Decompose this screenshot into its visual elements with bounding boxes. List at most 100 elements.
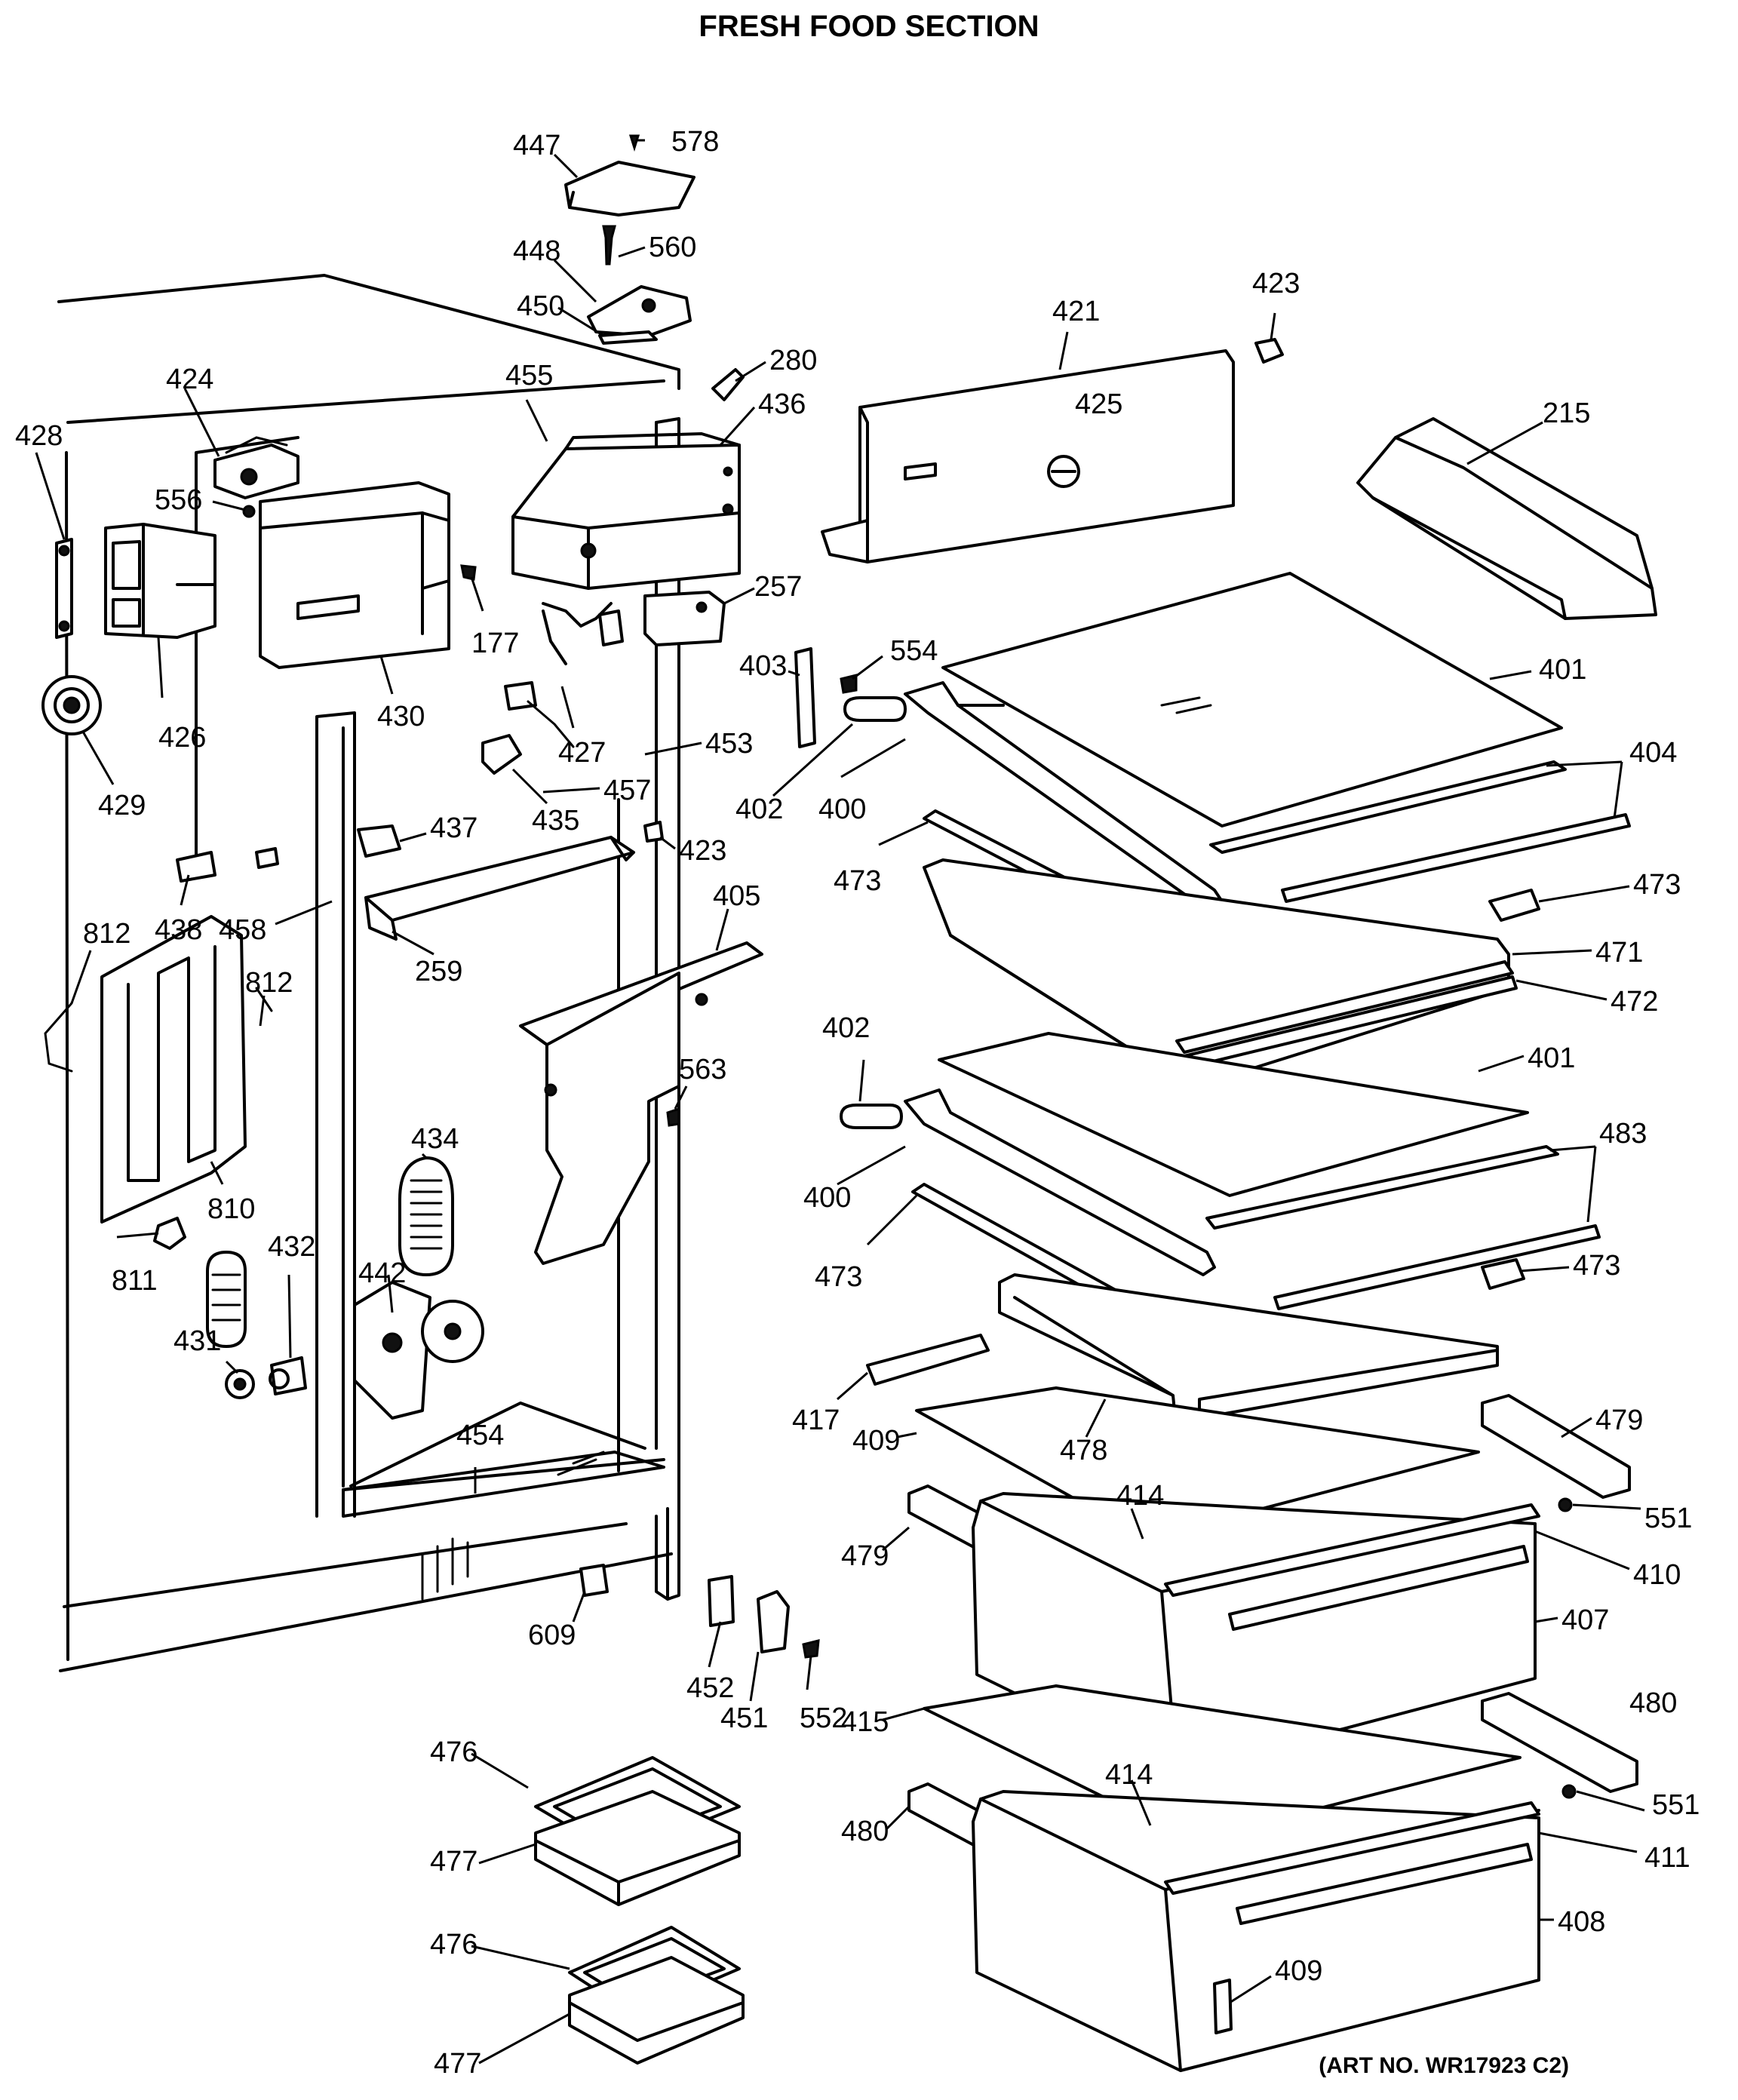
screw-177 [460, 564, 477, 581]
callout-427: 427 [558, 737, 606, 769]
bushing-432 [269, 1356, 307, 1395]
callout-436: 436 [758, 388, 806, 420]
callout-424: 424 [166, 364, 213, 395]
slide-rail-480-right [1481, 1692, 1638, 1793]
callout-478: 478 [1060, 1435, 1107, 1466]
callout-483: 483 [1599, 1118, 1647, 1150]
callout-447: 447 [513, 130, 560, 161]
callout-458: 458 [219, 914, 266, 946]
shelf-support-403 [794, 647, 816, 748]
callout-812-right: 812 [245, 967, 293, 999]
callout-408: 408 [1558, 1906, 1605, 1938]
callout-477-upper: 477 [430, 1846, 477, 1877]
callout-434: 434 [411, 1123, 459, 1155]
control-knob-cover-447 [564, 161, 696, 216]
callout-410: 410 [1633, 1559, 1681, 1591]
callout-409-lower: 409 [1275, 1955, 1322, 1987]
support-402-top [843, 696, 907, 722]
relay-257 [643, 591, 726, 646]
light-switch-435 [481, 734, 522, 775]
callout-401-top: 401 [1539, 654, 1586, 686]
callout-432: 432 [268, 1231, 315, 1263]
callout-402-top: 402 [735, 794, 783, 825]
callout-425: 425 [1075, 388, 1122, 420]
callout-480-right: 480 [1629, 1687, 1677, 1719]
screw-552 [802, 1639, 820, 1659]
callout-810: 810 [207, 1193, 255, 1225]
callout-556: 556 [155, 484, 202, 516]
thermostat-424 [213, 436, 299, 499]
hinge-451 [757, 1590, 790, 1653]
bushing-431 [225, 1369, 255, 1399]
callout-455: 455 [505, 360, 553, 391]
callout-472: 472 [1611, 986, 1658, 1018]
callout-414-upper: 414 [1116, 1480, 1164, 1512]
support-402-bottom [840, 1104, 903, 1129]
callout-215: 215 [1543, 398, 1590, 429]
glass-shelf-401-bottom [938, 1032, 1529, 1197]
callout-280: 280 [769, 345, 817, 376]
callout-409-upper: 409 [852, 1425, 900, 1457]
rail-473-upper-right [1488, 889, 1540, 922]
callout-259: 259 [415, 956, 462, 987]
callout-473-upper-right: 473 [1633, 869, 1681, 901]
socket-438 [176, 851, 216, 883]
callout-480-left: 480 [841, 1816, 889, 1847]
control-cover-421 [821, 349, 1235, 563]
light-shield-259 [364, 836, 635, 941]
callout-431: 431 [173, 1325, 221, 1357]
egg-tray-477-upper [534, 1790, 741, 1906]
callout-551-upper: 551 [1644, 1503, 1692, 1534]
leader-lines [35, 139, 1645, 2065]
control-housing-436 [511, 432, 741, 590]
callout-415: 415 [841, 1706, 889, 1738]
egg-tray-477-lower [568, 1956, 745, 2065]
cabinet-liner [57, 274, 680, 1672]
lamp-socket-437 [357, 824, 401, 858]
callout-453: 453 [705, 728, 753, 760]
trim-483 [1205, 1145, 1601, 1310]
callout-450: 450 [517, 290, 564, 322]
callout-407: 407 [1561, 1604, 1609, 1636]
callout-448: 448 [513, 235, 560, 267]
callout-405: 405 [713, 880, 760, 912]
callout-479-left: 479 [841, 1540, 889, 1572]
dairy-bin-215 [1356, 417, 1657, 620]
bracket-428 [55, 538, 73, 639]
callout-554: 554 [890, 635, 938, 667]
damper-control-442 [353, 1281, 484, 1420]
callout-563: 563 [679, 1054, 726, 1085]
screw-554 [840, 674, 858, 694]
callout-177: 177 [471, 628, 519, 659]
callout-452: 452 [686, 1672, 734, 1704]
callout-423-top: 423 [1252, 268, 1300, 299]
screw-578 [628, 134, 640, 152]
callout-457: 457 [603, 775, 651, 806]
bulb-280 [711, 368, 745, 401]
control-link-450 [598, 330, 658, 345]
callout-430: 430 [377, 701, 425, 732]
trim-404 [1209, 760, 1631, 903]
screw-556 [242, 505, 256, 518]
screw-551-upper [1558, 1497, 1573, 1512]
callout-609: 609 [528, 1620, 576, 1651]
callout-400-bottom: 400 [803, 1182, 851, 1214]
control-bracket-448 [587, 285, 692, 337]
crisper-pan-408 [972, 1790, 1540, 2072]
callout-473-lower-right: 473 [1573, 1250, 1620, 1282]
shelf-frame-400-top [904, 681, 1224, 914]
callout-477-lower: 477 [434, 2048, 481, 2080]
light-socket-429 [41, 675, 102, 735]
diagram-title: FRESH FOOD SECTION [699, 10, 1039, 43]
screw-563 [666, 1107, 680, 1127]
bottom-frame [342, 1451, 665, 1518]
callout-435: 435 [532, 805, 579, 837]
knob-425 [1047, 455, 1080, 488]
clip-811 [153, 1217, 186, 1250]
callout-473-lower: 473 [815, 1261, 862, 1293]
callout-479-right: 479 [1595, 1405, 1643, 1436]
air-duct-426 [104, 523, 216, 639]
damper-434 [398, 1156, 454, 1276]
screw-560 [602, 225, 616, 266]
wiring-harness-427 [504, 602, 624, 748]
